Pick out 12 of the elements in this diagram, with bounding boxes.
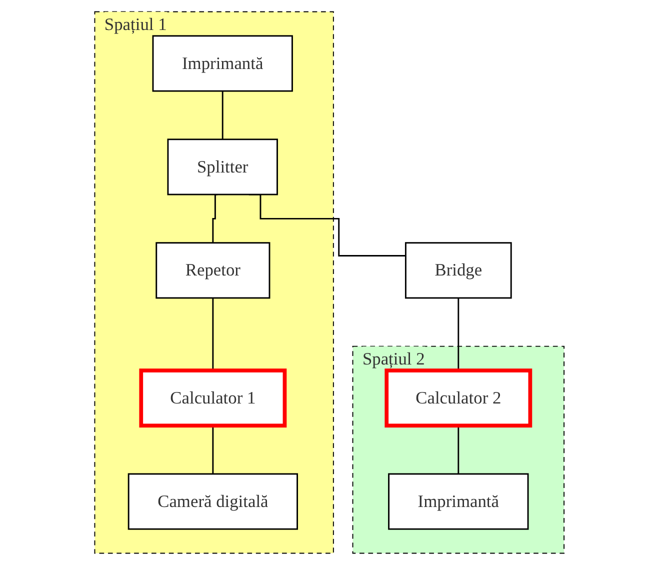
connector [457, 424, 459, 475]
node-box: Repetor [155, 242, 270, 299]
node-box: Bridge [404, 242, 512, 299]
node-box: Splitter [166, 138, 278, 196]
connector [212, 194, 218, 244]
node-box: Cameră digitală [127, 473, 298, 530]
node-box: Imprimantă [388, 473, 528, 530]
node-box: Calculator 1 [138, 368, 286, 428]
connector [222, 90, 223, 140]
node-box: Calculator 2 [384, 368, 532, 428]
node-box: Imprimantă [152, 35, 293, 92]
connector [212, 424, 214, 475]
